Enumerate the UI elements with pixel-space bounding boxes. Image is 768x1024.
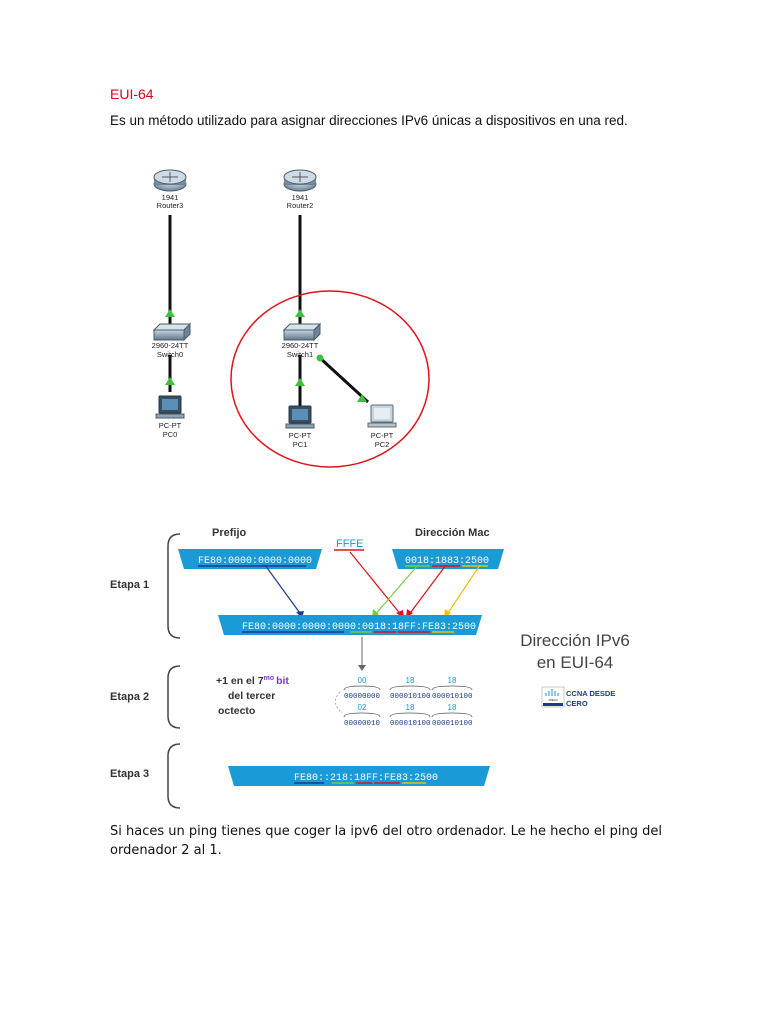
- cisco-bars-icon: [545, 689, 559, 696]
- router2-model: 1941: [292, 193, 309, 202]
- switch0-icon[interactable]: [152, 322, 192, 342]
- arrow-head-stage2: [358, 665, 366, 671]
- port-up-icon: [295, 378, 305, 386]
- final-bar: [228, 766, 490, 786]
- pc0-name: PC0: [163, 430, 178, 439]
- arrow-fffe: [349, 551, 403, 617]
- flip-bit-arrow: [335, 691, 343, 714]
- mac-label: Dirección Mac: [415, 527, 490, 539]
- brace-top-0: [343, 685, 381, 691]
- router3-model: 1941: [162, 193, 179, 202]
- bin-bottom-0: 00000010: [344, 720, 381, 728]
- switch0-name: Switch0: [157, 350, 183, 359]
- combined-bar: [218, 615, 482, 635]
- prefix-label: Prefijo: [212, 527, 247, 539]
- bin-bottom-2: 000010100: [432, 720, 473, 728]
- pc1-name: PC1: [293, 440, 308, 449]
- switch0-model: 2960-24TT: [152, 341, 189, 350]
- combined-value: FE80:0000:0000:0000:0018:18FF:FE83:2500: [242, 622, 476, 633]
- router3-name: Router3: [157, 201, 184, 210]
- port-up-icon: [316, 354, 324, 362]
- port-up-icon: [295, 309, 305, 317]
- highlight-circle: [230, 290, 430, 468]
- ccna-logo: cisco CCNA DESDE CERO: [541, 686, 615, 708]
- stage2-label: Etapa 2: [110, 691, 149, 703]
- stage3-brace: [167, 743, 181, 809]
- binary-groups: 00 18 18 00000000 000010100 000010100 02…: [335, 676, 473, 728]
- logo-small-text: cisco: [548, 697, 558, 702]
- hex-bottom-2: 18: [448, 703, 457, 712]
- port-up-icon: [165, 377, 175, 385]
- stage2-brace: [167, 665, 181, 729]
- switch1-model: 2960-24TT: [282, 341, 319, 350]
- arrow-prefix: [264, 564, 303, 617]
- closing-paragraph: Si haces un ping tienes que coger la ipv…: [110, 824, 662, 858]
- pc2-icon[interactable]: [367, 404, 397, 428]
- bit-note-line3: octecto: [218, 705, 255, 717]
- switch1-icon[interactable]: [282, 322, 322, 342]
- router2-icon[interactable]: [283, 169, 317, 192]
- pc0-model: PC-PT: [159, 421, 182, 430]
- bin-top-2: 000010100: [432, 693, 473, 701]
- bin-top-1: 000010100: [390, 693, 431, 701]
- logo-line2: CERO: [566, 699, 588, 708]
- bit-note-line2: del tercer: [228, 690, 275, 702]
- brace-top-1: [389, 685, 431, 691]
- pc1-icon[interactable]: [285, 405, 315, 429]
- hex-bottom-1: 18: [406, 703, 415, 712]
- arrow-mac-yellow: [445, 564, 481, 617]
- bin-top-0: 00000000: [344, 693, 381, 701]
- brace-bottom-1: [389, 712, 431, 718]
- pc2-model: PC-PT: [371, 431, 394, 440]
- pc0-icon[interactable]: [155, 395, 185, 419]
- switch1-name: Switch1: [287, 350, 313, 359]
- brace-bottom-0: [343, 712, 381, 718]
- link-switch1-pc2: [318, 356, 370, 404]
- router2-name: Router2: [287, 201, 314, 210]
- pc1-model: PC-PT: [289, 431, 312, 440]
- diagram-heading-line1: Dirección IPv6: [520, 631, 630, 650]
- logo-line1: CCNA DESDE: [566, 689, 615, 698]
- diagram-heading-line2: en EUI-64: [537, 653, 614, 672]
- brace-top-2: [431, 685, 473, 691]
- port-up-icon: [357, 394, 367, 402]
- mac-bar: [392, 549, 504, 569]
- hex-bottom-0: 02: [358, 703, 367, 712]
- intro-paragraph: Es un método utilizado para asignar dire…: [110, 113, 628, 128]
- fffe-label: FFFE: [336, 538, 364, 550]
- pc2-name: PC2: [375, 440, 390, 449]
- prefix-value: FE80:0000:0000:0000: [198, 556, 312, 567]
- stage3-label: Etapa 3: [110, 768, 149, 780]
- arrow-mac-green: [373, 564, 419, 617]
- hex-top-1: 18: [406, 676, 415, 685]
- brace-bottom-2: [431, 712, 473, 718]
- bin-bottom-1: 000010100: [390, 720, 431, 728]
- document-title: EUI-64: [110, 86, 154, 102]
- eui64-diagram: Etapa 1 Etapa 2 Etapa 3 Prefijo Direcció…: [110, 527, 630, 809]
- port-up-icon: [165, 309, 175, 317]
- final-value: FE80::218:18FF:FE83:2500: [294, 773, 438, 784]
- mac-value: 0018:1883:2500: [405, 556, 489, 567]
- stage1-brace: [167, 533, 181, 639]
- stage1-label: Etapa 1: [110, 579, 149, 591]
- arrow-mac-red: [407, 564, 447, 617]
- prefix-bar: [178, 549, 322, 569]
- hex-top-2: 18: [448, 676, 457, 685]
- hex-top-0: 00: [358, 676, 367, 685]
- network-topology: 1941 Router3 1941 Router2 2960-24TT Swit…: [152, 169, 430, 468]
- router3-icon[interactable]: [153, 169, 187, 192]
